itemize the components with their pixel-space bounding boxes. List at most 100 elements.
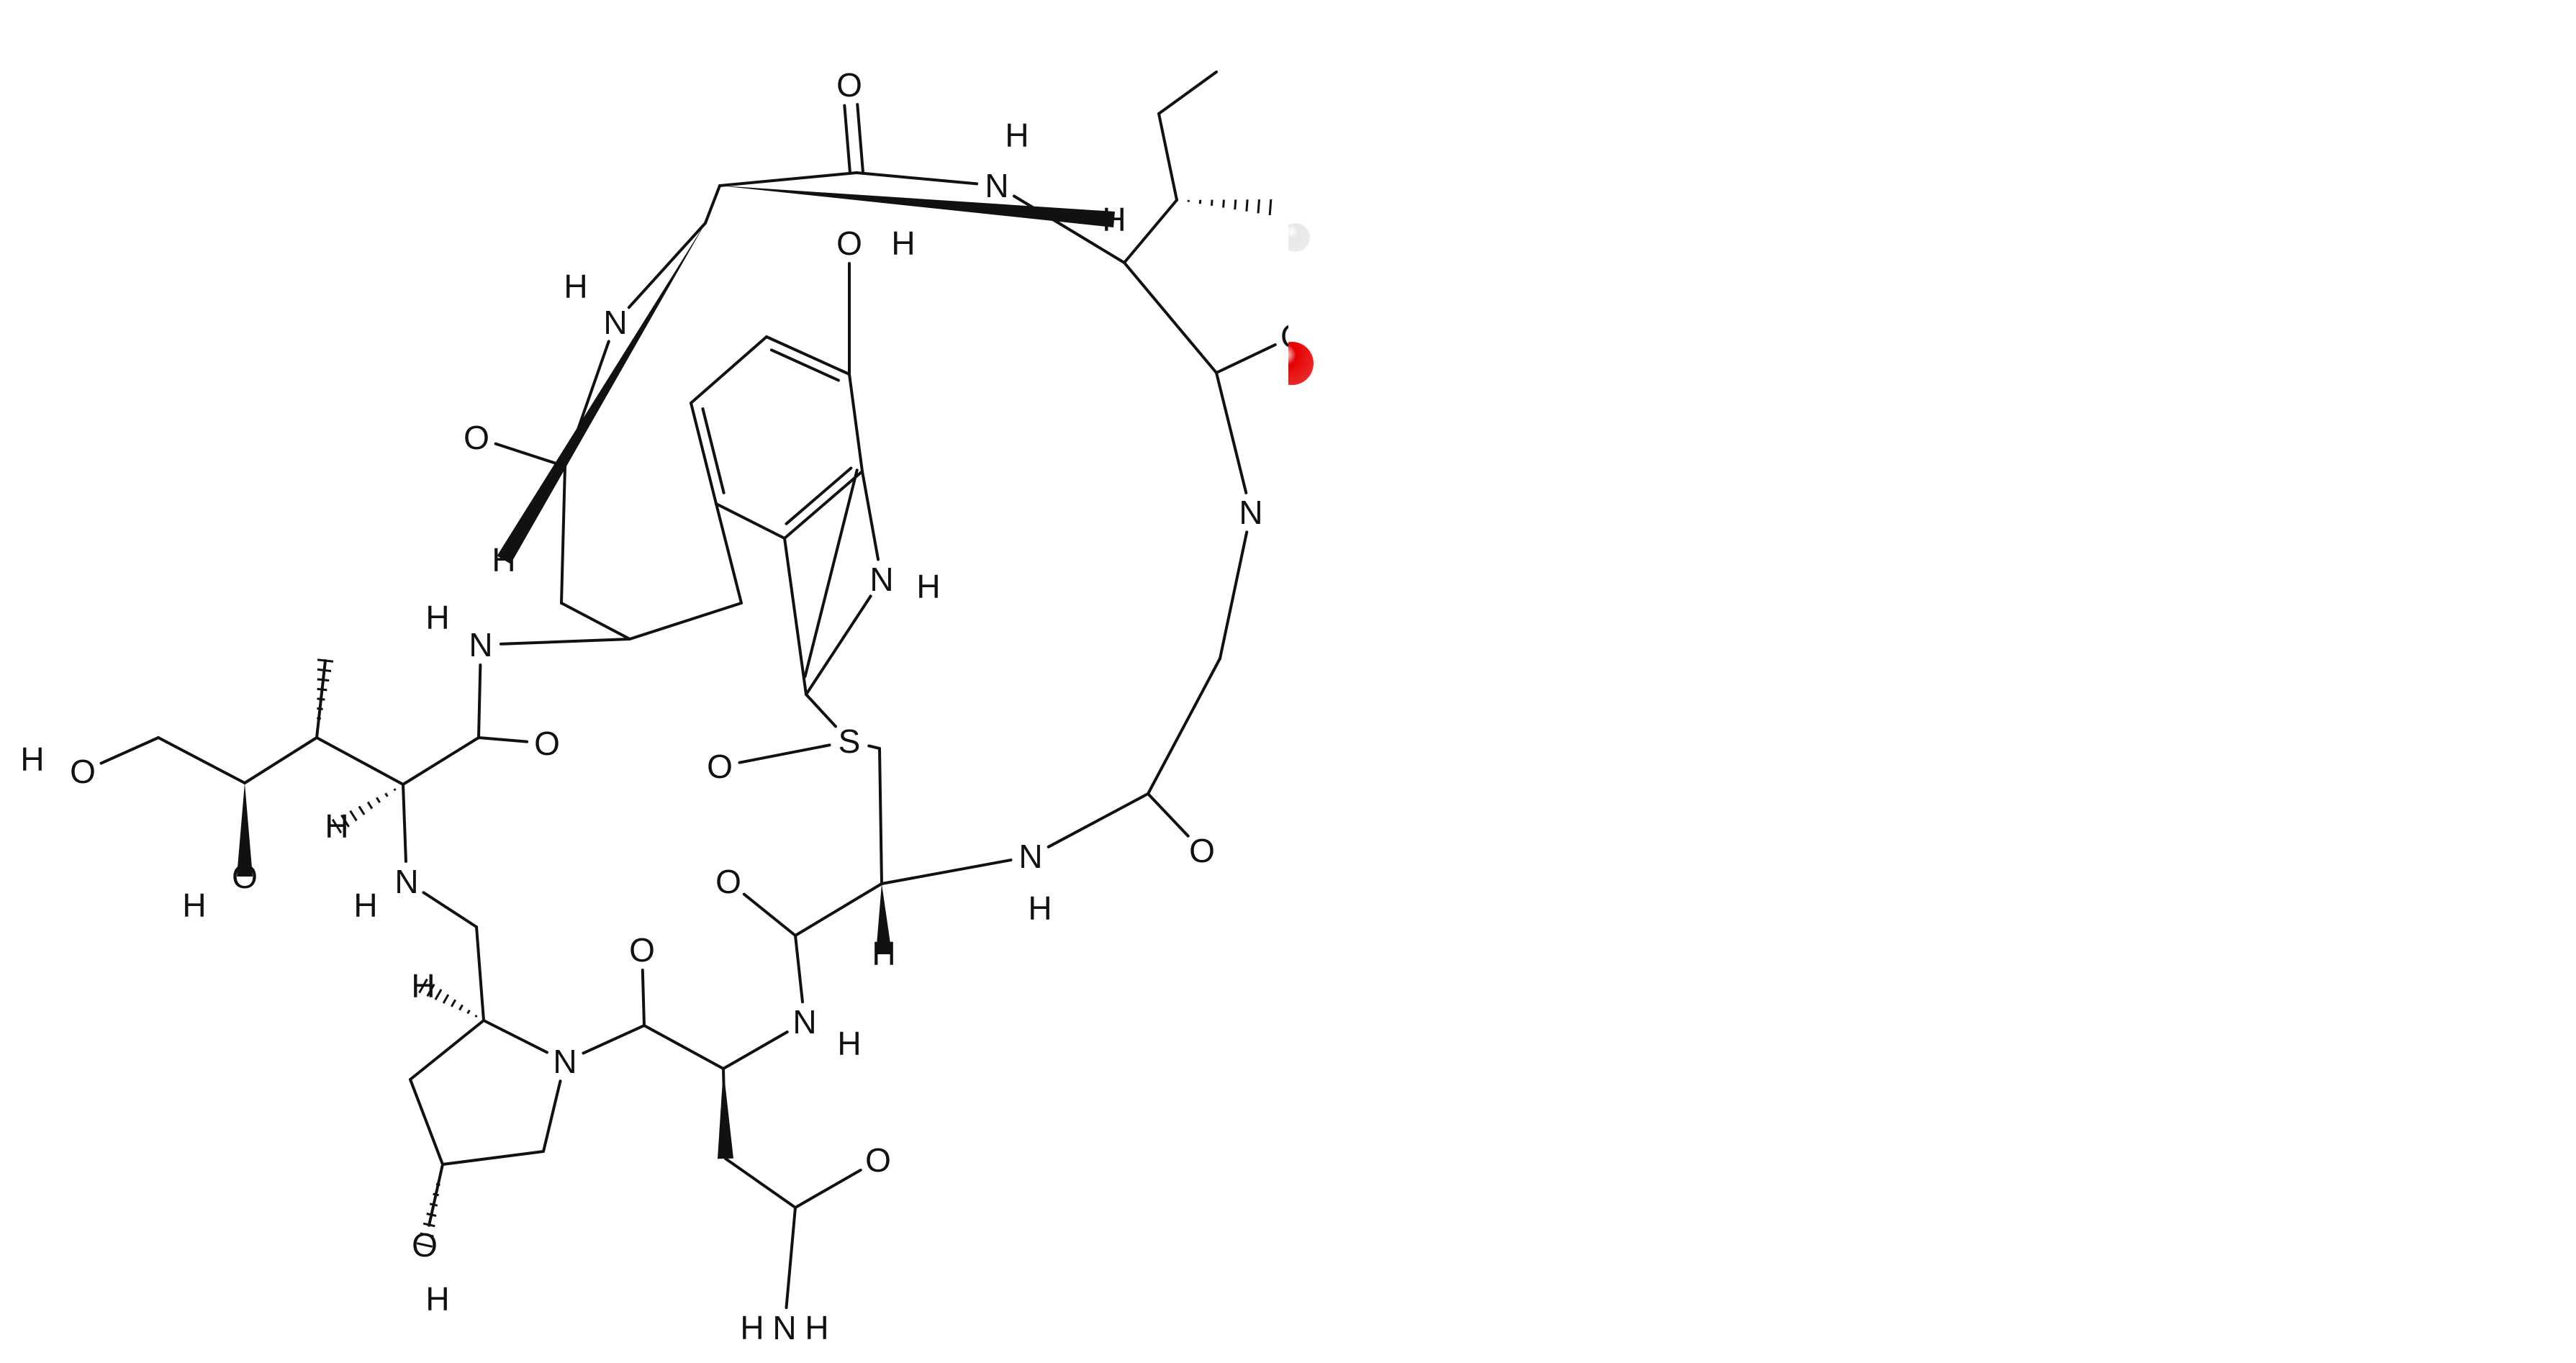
bond-line [794,934,804,1004]
bond-line [805,594,872,696]
atom-label-npro: N [553,1043,577,1080]
atom-label-n2: N [1239,494,1262,531]
atom-label-oile: O [1280,317,1288,355]
atom-label-n6: N [1018,838,1042,875]
bond-line [1123,261,1218,374]
wedge-bond [237,783,253,877]
bond-line [704,184,721,225]
bond-line [701,407,726,494]
hash-bond [442,994,450,1004]
hash-bond [420,1232,434,1238]
bond-line [769,348,840,382]
bond-line [785,1206,797,1310]
bond-line [1215,343,1277,374]
bond-line [718,171,858,187]
hash-bond [426,983,435,997]
bond-line [878,747,883,885]
hash-bond [340,814,350,828]
hash-bond [317,658,334,663]
ball-and-stick-model [1288,223,1314,385]
bond-line [477,663,482,739]
bond-line [805,693,838,728]
bond-line [494,442,566,468]
atom-label-hc5: H [411,967,435,1005]
hash-bond [450,999,457,1007]
hash-bond [331,818,343,834]
atom-label-ohi: O [836,225,862,262]
bond-line [402,783,407,864]
hash-bond [358,805,366,815]
bond-line [1157,112,1178,201]
atom-label-n1: N [985,167,1008,204]
atom-label-ohyp: O [412,1226,438,1264]
atom-label-hc2: H [492,541,515,579]
bond-line [785,466,853,525]
bond-line [1147,657,1221,795]
skeletal-structure-diagram: ONHHOHONHNHOHNHNHSOOHOHHONHONHOHHNONHOHO… [20,66,1288,1346]
atom-label-hc3: H [325,807,348,845]
bond-line [643,1024,725,1070]
bond-line [542,1079,562,1153]
wedge-bond [876,884,892,954]
bond-line [402,736,480,786]
hash-bond [349,810,358,822]
bond-line [641,968,646,1027]
bond-line [690,335,768,404]
bond-line [628,602,743,640]
hash-bond [376,797,381,804]
bond-line [99,736,160,765]
hash-bond [1234,199,1237,210]
bond-line [499,638,631,646]
atom-label-oa1: O [534,725,560,762]
bond-line [855,171,979,186]
atom-label-hind: H [916,568,940,605]
hash-bond [439,1173,442,1176]
atom-label-h6: H [1028,889,1052,927]
hash-bond [317,687,327,692]
hash-bond [466,1009,471,1015]
bond-line [560,602,631,640]
atom-label-h3: H [564,268,587,305]
bond-line [157,736,246,784]
bond-line [724,1157,797,1209]
atom-label-h1: H [1005,117,1029,154]
bond-line [409,1078,444,1166]
oxygen-atom-ball [1288,342,1314,385]
hash-bond [458,1004,464,1011]
bond-line [582,1024,646,1055]
atom-label-n7: N [792,1003,816,1041]
bond-line [315,736,405,786]
bond-line [738,743,831,764]
atom-label-h5: H [353,887,377,924]
bond-line [848,373,864,473]
atom-label-hhi2: H [182,887,206,924]
bond-line [1123,199,1178,264]
bond-line [715,502,786,540]
atom-label-ogly: O [464,419,489,456]
atom-label-hohi: H [891,225,915,262]
bond-line [560,465,566,604]
atom-label-ohol: O [70,753,96,790]
atom-label-nind: N [869,561,893,598]
atom-label-o1: O [836,66,862,104]
bond-line [783,470,864,540]
atom-label-hhyp: H [425,1280,449,1318]
atom-label-ham2: H [805,1309,828,1346]
hydrogen-atom-ball [1288,223,1310,252]
atom-label-ohi2: O [232,858,258,895]
atom-label-h7: H [837,1025,861,1062]
bond-line [794,1168,862,1209]
hash-bond [317,668,332,672]
hash-bond [366,801,374,810]
hash-bond [426,1213,437,1217]
wedge-bond [497,223,705,564]
hash-bond [317,707,323,710]
bond-line [243,736,318,784]
hash-bond [317,717,321,720]
atom-label-oamide: O [865,1141,891,1179]
hash-bond [317,678,330,682]
bond-line [1219,530,1249,660]
bond-line [627,222,707,309]
atom-label-s: S [839,723,861,760]
